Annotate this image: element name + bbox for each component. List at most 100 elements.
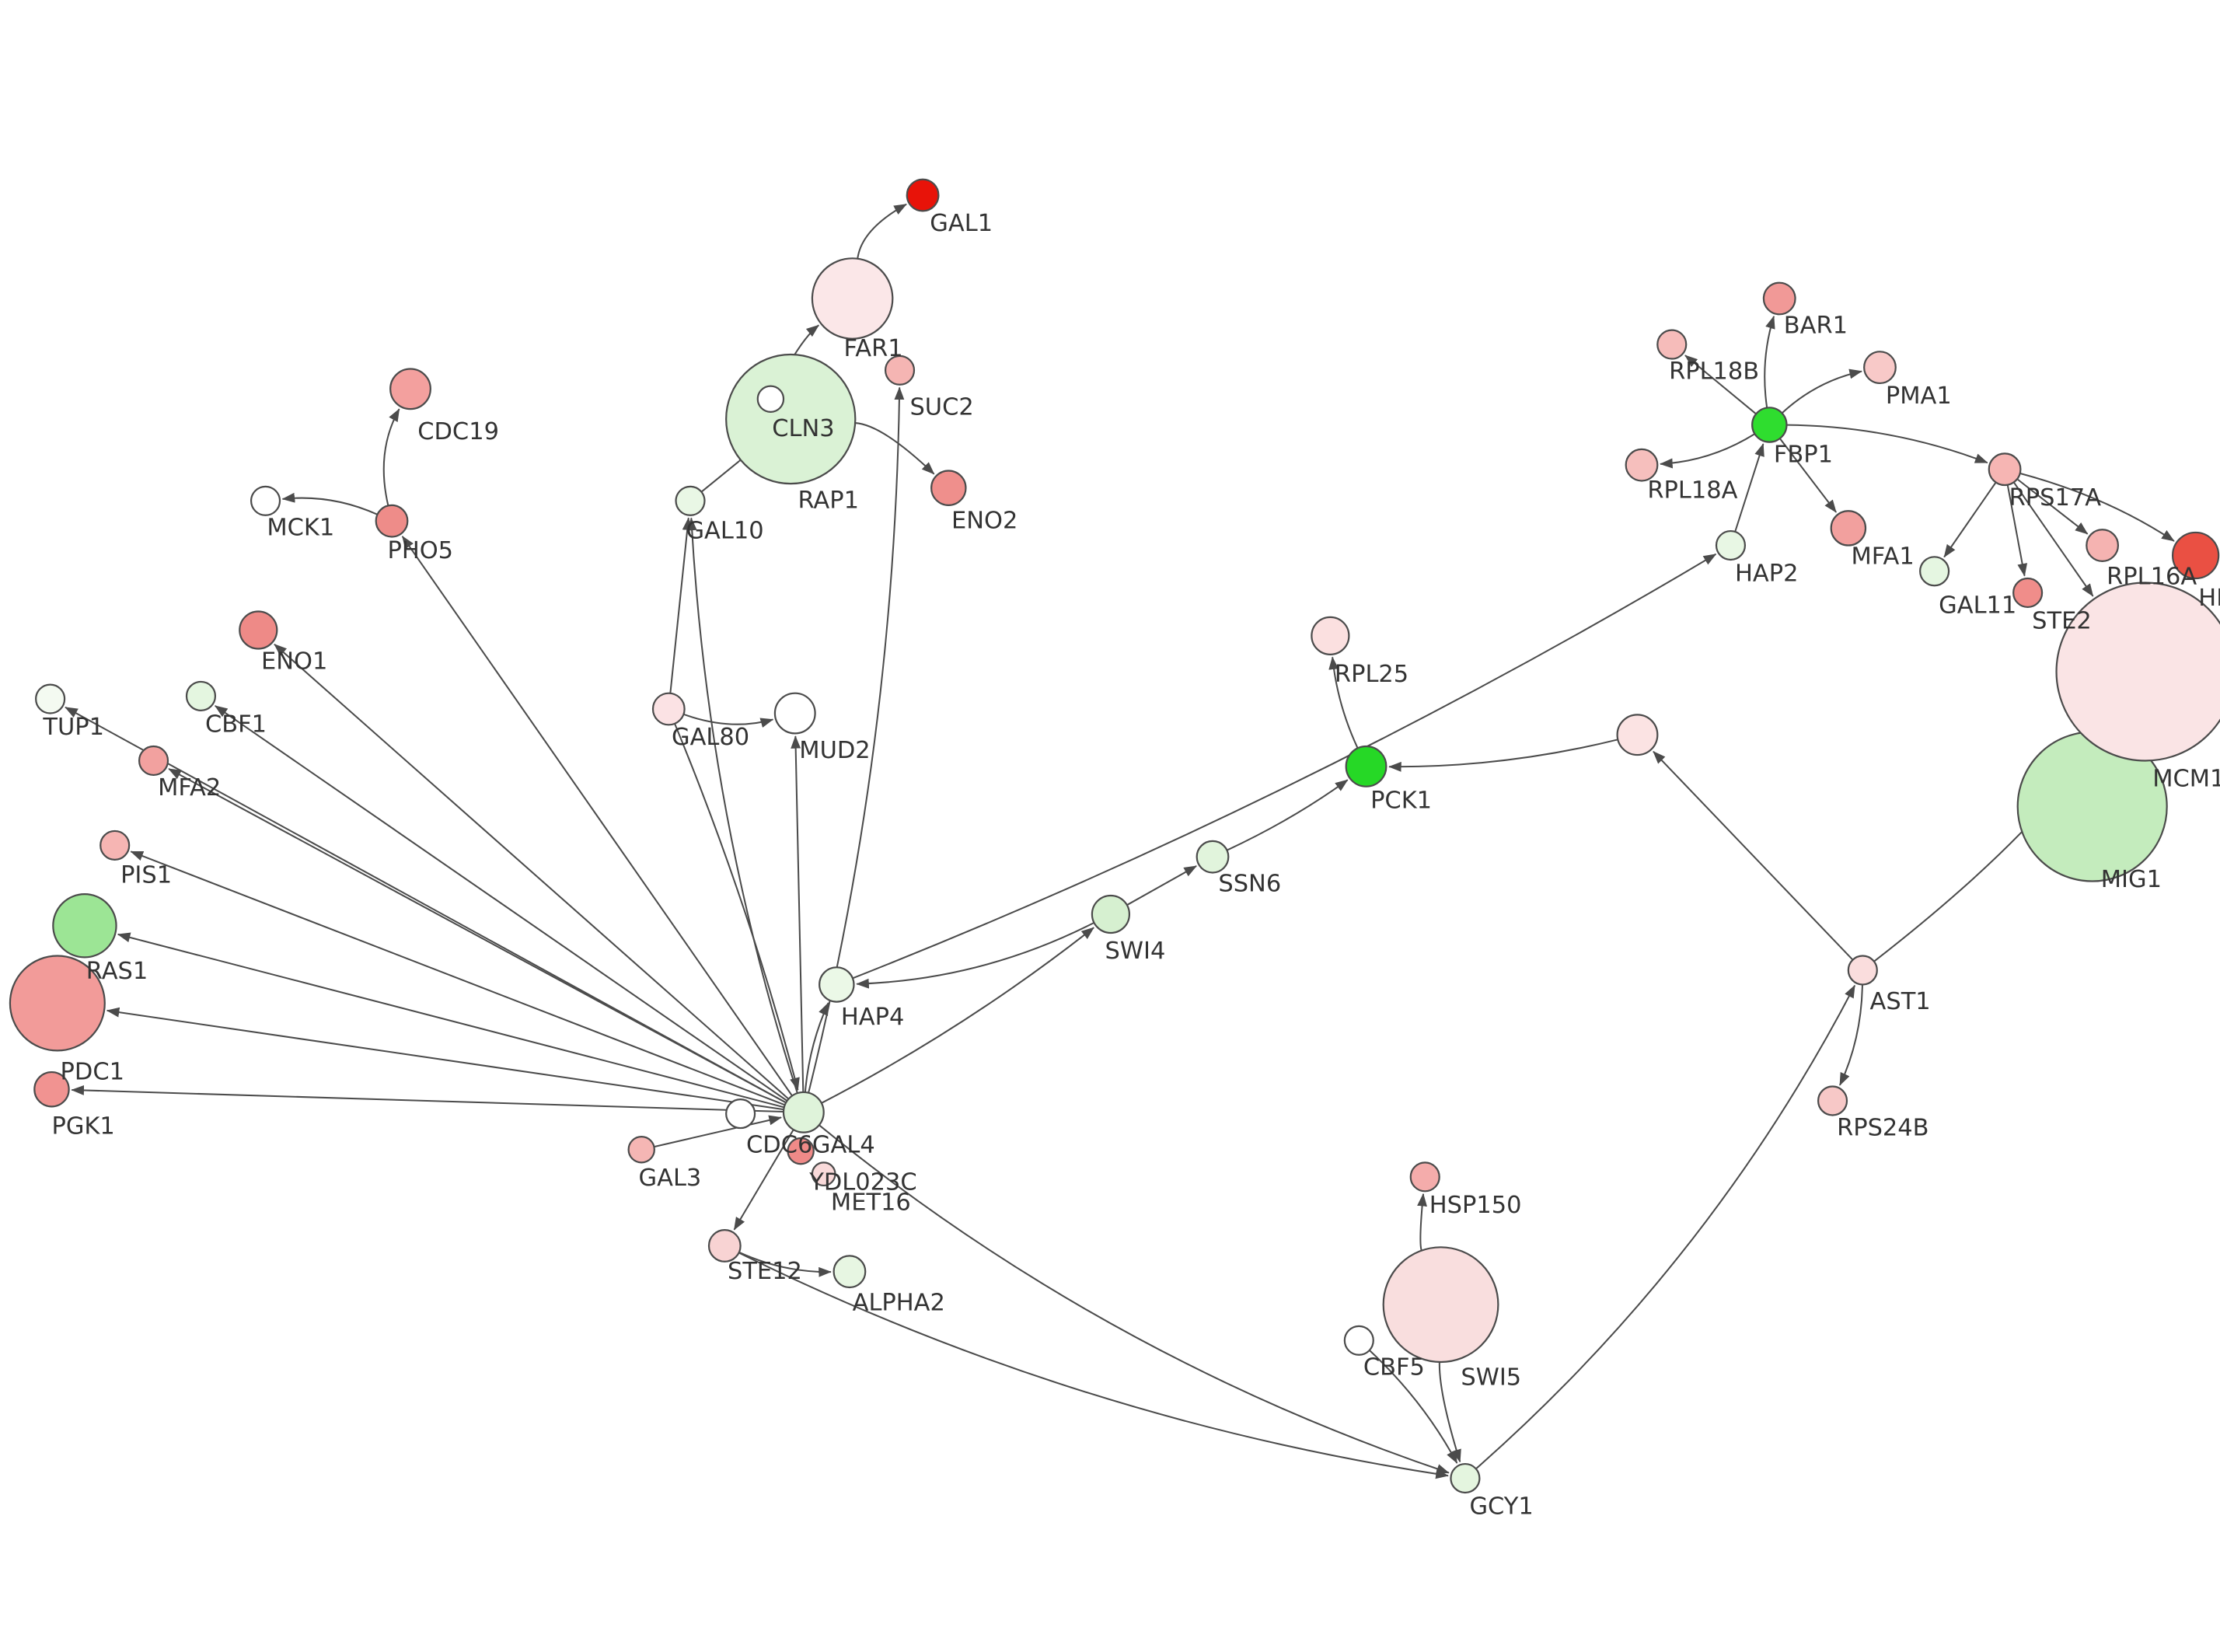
node-cdc19[interactable] (389, 368, 431, 410)
node-hap4[interactable] (819, 966, 855, 1003)
edge-pho5-cdc19[interactable] (382, 408, 400, 506)
node-rpl18b[interactable] (1656, 329, 1688, 360)
node-gcy1[interactable] (1450, 1462, 1481, 1494)
edge-fbp1-rpl18b[interactable] (1684, 354, 1757, 415)
edge-gal3-gal4[interactable] (654, 1115, 782, 1148)
edge-swi4-hap4[interactable] (856, 921, 1094, 989)
edge-swi5-hsp150[interactable] (1417, 1193, 1427, 1251)
edge-fbp1-bar1[interactable] (1764, 316, 1775, 408)
node-ast1[interactable] (1847, 955, 1878, 986)
node-gal1[interactable] (906, 178, 940, 212)
edge-gal10-rap1[interactable] (700, 449, 752, 493)
edge-ast1-rps24b[interactable] (1839, 984, 1863, 1086)
node-mfa1[interactable] (1830, 510, 1867, 547)
edge-far1-gal1[interactable] (857, 203, 907, 259)
node-hsp150[interactable] (1409, 1161, 1440, 1193)
edge-gal4-pdc1[interactable] (106, 1007, 784, 1111)
node-pho5[interactable] (375, 504, 409, 538)
edge-fbp1-rpl18a[interactable] (1660, 433, 1756, 469)
edge-gal4-eno1[interactable] (274, 643, 790, 1100)
node-rpl16a[interactable] (2086, 529, 2120, 562)
node-his4[interactable] (2171, 531, 2220, 580)
edge-gal80-mud2[interactable] (683, 713, 774, 728)
node-tup1[interactable] (35, 683, 66, 714)
node-rps24b[interactable] (1817, 1085, 1848, 1116)
node-gal4[interactable] (782, 1091, 825, 1133)
node-met16[interactable] (811, 1161, 836, 1187)
edge-gal4-mud2[interactable] (791, 735, 805, 1092)
edge-pck1-rpl25[interactable] (1328, 656, 1359, 749)
node-eno1[interactable] (239, 610, 278, 650)
edge-fbp1-pma1[interactable] (1781, 368, 1862, 414)
edge-ste12-alpha2[interactable] (738, 1251, 832, 1277)
edge-gal4-pho5[interactable] (401, 536, 793, 1097)
edge-gal4-gcy1[interactable] (819, 1124, 1450, 1474)
node-gal10[interactable] (675, 485, 706, 516)
edge-gal4-pgk1[interactable] (71, 1084, 784, 1113)
edge-gal4-tup1[interactable] (65, 706, 787, 1104)
edge-ste12-gcy1[interactable] (738, 1252, 1449, 1479)
edge-cbf5-gcy1[interactable] (1369, 1350, 1458, 1464)
node-gal3[interactable] (627, 1136, 655, 1164)
node-ras1[interactable] (52, 893, 117, 959)
node-mud2[interactable] (773, 692, 816, 735)
edge-gal80-gal10[interactable] (669, 517, 693, 693)
node-suc2[interactable] (884, 354, 916, 386)
node-hap2[interactable] (1715, 529, 1747, 561)
node-swi4[interactable] (1091, 894, 1131, 934)
edge-gcy1-ast1[interactable] (1475, 984, 1856, 1470)
node-pgk1[interactable] (33, 1070, 70, 1108)
edge-gal80-gal4[interactable] (674, 723, 800, 1091)
node-unk1[interactable] (1616, 714, 1659, 756)
node-ssn6[interactable] (1196, 840, 1230, 874)
node-cln3[interactable] (756, 385, 785, 413)
node-ste12[interactable] (707, 1229, 742, 1263)
edge-gal4-swi4[interactable] (821, 927, 1094, 1104)
node-pma1[interactable] (1863, 351, 1897, 385)
edge-ssn6-pck1[interactable] (1227, 779, 1349, 851)
edge-gal4-pis1[interactable] (130, 850, 786, 1106)
edge-gal4-hap4[interactable] (804, 1002, 829, 1093)
edge-ast1-unk1[interactable] (1653, 750, 1854, 961)
node-alpha2[interactable] (832, 1255, 867, 1289)
node-gal11[interactable] (1919, 556, 1950, 587)
node-bar1[interactable] (1762, 281, 1796, 316)
edge-hap4-hap2[interactable] (852, 553, 1717, 980)
node-mcm1[interactable] (2055, 582, 2220, 762)
node-pck1[interactable] (1345, 745, 1388, 788)
node-ste2[interactable] (2012, 577, 2044, 609)
node-cbf5[interactable] (1343, 1325, 1374, 1356)
edge-rps17a-rpl16a[interactable] (2016, 478, 2089, 535)
node-swi5[interactable] (1382, 1246, 1499, 1364)
node-rap1[interactable] (725, 353, 857, 485)
node-pdc1[interactable] (9, 955, 106, 1052)
edge-fbp1-rps17a[interactable] (1786, 424, 1988, 464)
node-gal80[interactable] (651, 692, 686, 726)
node-mck1[interactable] (250, 485, 281, 516)
edge-rps17a-gal11[interactable] (1943, 481, 1997, 558)
edge-rap1-eno2[interactable] (855, 422, 935, 475)
edge-gal4-ste12[interactable] (733, 1129, 794, 1231)
node-rpl18a[interactable] (1625, 448, 1659, 482)
edge-gal4-cbf1[interactable] (214, 705, 788, 1102)
edge-unk1-pck1[interactable] (1388, 739, 1618, 772)
node-rpl25[interactable] (1311, 616, 1350, 655)
node-rps17a[interactable] (1988, 452, 2022, 487)
edge-gal4-gal10[interactable] (686, 517, 798, 1094)
edge-rps17a-mcm1[interactable] (2012, 481, 2094, 597)
node-eno2[interactable] (930, 470, 967, 506)
edge-swi4-ssn6[interactable] (1126, 865, 1197, 906)
edge-rps17a-his4[interactable] (2019, 472, 2175, 542)
edge-hap2-fbp1[interactable] (1734, 443, 1764, 533)
node-ydl023c[interactable] (787, 1137, 815, 1165)
node-cdc6[interactable] (725, 1098, 756, 1130)
node-pis1[interactable] (99, 829, 131, 861)
edge-rps17a-ste2[interactable] (2006, 484, 2028, 577)
node-mfa2[interactable] (138, 745, 169, 777)
edge-fbp1-mfa1[interactable] (1778, 438, 1837, 513)
node-cbf1[interactable] (185, 680, 217, 711)
edge-swi5-gcy1[interactable] (1438, 1361, 1461, 1463)
node-far1[interactable] (811, 257, 894, 340)
node-fbp1[interactable] (1751, 407, 1788, 443)
edge-gal4-ras1[interactable] (117, 932, 784, 1109)
